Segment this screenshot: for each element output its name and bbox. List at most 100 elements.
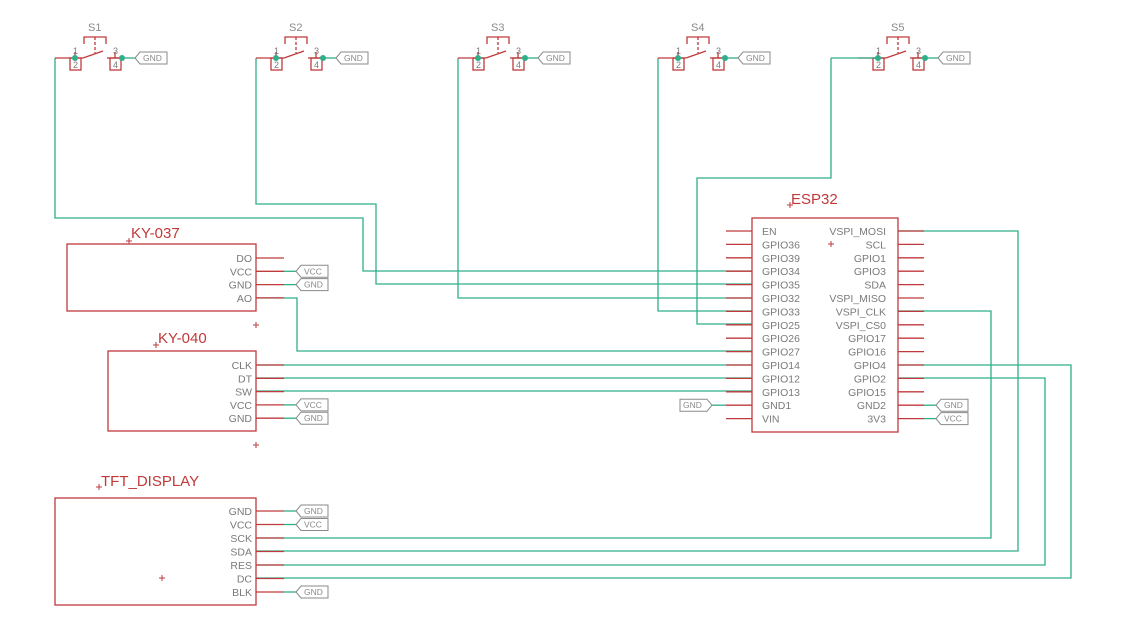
gnd-flag: GND bbox=[537, 51, 571, 65]
gnd-flag: GND bbox=[335, 51, 369, 65]
ky040-pin-clk: CLK bbox=[232, 360, 252, 372]
gnd-flag: GND bbox=[134, 51, 168, 65]
esp32-module: ESP32 ENGPIO36GPIO39GPIO34GPIO35GPIO32GP… bbox=[679, 191, 969, 433]
switch-label: S4 bbox=[691, 22, 704, 34]
ky037-pin-vcc: VCC bbox=[230, 266, 253, 278]
ky037-pin-gnd: GND bbox=[229, 280, 253, 292]
esp32-pin-gpio39: GPIO39 bbox=[762, 253, 800, 265]
esp32-pin-vin: VIN bbox=[762, 414, 780, 426]
esp32-pin-gpio13: GPIO13 bbox=[762, 387, 800, 399]
pin-num: 3 bbox=[113, 46, 118, 56]
gnd-flag-label: GND bbox=[946, 53, 965, 63]
tft-body bbox=[54, 497, 257, 606]
pin-num: 1 bbox=[73, 46, 78, 56]
pin-num: 4 bbox=[916, 60, 921, 70]
gnd-flag: GND bbox=[937, 51, 971, 65]
wire-s1 bbox=[54, 58, 752, 272]
esp32-pin-gnd1: GND1 bbox=[762, 400, 791, 412]
ky037-flag-vcc-label: VCC bbox=[304, 266, 322, 276]
esp32-3v3-flag: VCC bbox=[935, 412, 969, 426]
ky040-pin-sw: SW bbox=[235, 387, 252, 399]
wire-s3 bbox=[457, 58, 752, 299]
esp32-title: ESP32 bbox=[791, 191, 838, 208]
esp32-gnd2-flag: GND bbox=[935, 398, 969, 412]
ky040-flag-vcc: VCC bbox=[295, 398, 329, 412]
gnd-flag: GND bbox=[737, 51, 771, 65]
esp32-pin-gpio16: GPIO16 bbox=[848, 347, 886, 359]
ky040-pin-gnd: GND bbox=[229, 413, 253, 425]
pin-num: 4 bbox=[113, 60, 118, 70]
esp32-pin-vspi_cs0: VSPI_CS0 bbox=[836, 320, 886, 332]
esp32-pin-gpio1: GPIO1 bbox=[854, 253, 886, 265]
esp32-pin-gpio3: GPIO3 bbox=[854, 266, 886, 278]
esp32-pin-gpio34: GPIO34 bbox=[762, 266, 800, 278]
esp32-pin-en: EN bbox=[762, 226, 777, 238]
ky040-pin-vcc: VCC bbox=[230, 400, 253, 412]
ky037-pin-ao: AO bbox=[237, 293, 252, 305]
switch-label: S2 bbox=[289, 22, 302, 34]
ky037-pin-do: DO bbox=[236, 253, 252, 265]
ky040-flag-vcc-label: VCC bbox=[304, 400, 322, 410]
esp32-pin-scl: SCL bbox=[866, 239, 887, 251]
tft-pin-dc: DC bbox=[237, 574, 253, 586]
esp32-pin-gpio33: GPIO33 bbox=[762, 306, 800, 318]
ky037-flag-vcc: VCC bbox=[295, 264, 329, 278]
ky040-title: KY-040 bbox=[158, 330, 207, 347]
pin-num: 3 bbox=[716, 46, 721, 56]
wire-gpio2-res bbox=[256, 377, 1046, 566]
tft-pin-blk: BLK bbox=[232, 587, 252, 599]
esp32-pin-gpio32: GPIO32 bbox=[762, 293, 800, 305]
gnd-flag-label: GND bbox=[546, 53, 565, 63]
esp32-pin-gnd2: GND2 bbox=[857, 400, 886, 412]
tft-pin-vcc: VCC bbox=[230, 520, 253, 532]
pin-num: 4 bbox=[516, 60, 521, 70]
esp32-pin-gpio27: GPIO27 bbox=[762, 347, 800, 359]
gnd-flag-label: GND bbox=[344, 53, 363, 63]
switch-s1[interactable]: S1 1 2 3 4 GND bbox=[55, 22, 168, 71]
tft-pin-sck: SCK bbox=[230, 533, 252, 545]
pin-num: 1 bbox=[876, 46, 881, 56]
esp32-pin-gpio35: GPIO35 bbox=[762, 280, 800, 292]
switch-label: S1 bbox=[88, 22, 101, 34]
tft-pin-res: RES bbox=[230, 560, 252, 572]
esp32-pin-vspi_clk: VSPI_CLK bbox=[836, 306, 886, 318]
pin-num: 1 bbox=[274, 46, 279, 56]
switch-label: S5 bbox=[891, 22, 904, 34]
wire-ky037-ao bbox=[256, 297, 752, 352]
esp32-pin-gpio25: GPIO25 bbox=[762, 320, 800, 332]
esp32-pin-gpio4: GPIO4 bbox=[854, 360, 886, 372]
pin-num: 2 bbox=[73, 60, 78, 70]
tft-flag-vcc-label: VCC bbox=[304, 520, 322, 530]
esp32-gnd1-flag: GND bbox=[679, 398, 713, 412]
esp32-gnd1-flag-label: GND bbox=[683, 400, 702, 410]
tft-flag-gnd-label: GND bbox=[304, 587, 323, 597]
esp32-pin-vspi_miso: VSPI_MISO bbox=[829, 293, 886, 305]
esp32-pin-vspi_mosi: VSPI_MOSI bbox=[829, 226, 886, 238]
wires bbox=[54, 58, 1072, 579]
pin-num: 1 bbox=[476, 46, 481, 56]
tft-flag-vcc: VCC bbox=[295, 518, 329, 531]
wire-s5 bbox=[696, 58, 832, 325]
wire-mosi-sda bbox=[256, 230, 1019, 552]
tft-flag-gnd-label: GND bbox=[304, 506, 323, 516]
switches-group: S11234GNDS21234GNDS31234GNDS41234GNDS512… bbox=[55, 22, 971, 71]
ky037-body bbox=[66, 243, 257, 312]
esp32-pin-gpio36: GPIO36 bbox=[762, 239, 800, 251]
esp32-pin-gpio14: GPIO14 bbox=[762, 360, 800, 372]
esp32-pin-sda: SDA bbox=[864, 280, 886, 292]
tft-pin-sda: SDA bbox=[230, 547, 252, 559]
tft-flag-gnd: GND bbox=[295, 585, 329, 599]
wire-s4 bbox=[657, 58, 752, 312]
pin-num: 4 bbox=[716, 60, 721, 70]
esp32-pin-gpio12: GPIO12 bbox=[762, 373, 800, 385]
pin-num: 2 bbox=[274, 60, 279, 70]
ky037-flag-gnd: GND bbox=[295, 278, 329, 292]
pin-num: 4 bbox=[314, 60, 319, 70]
